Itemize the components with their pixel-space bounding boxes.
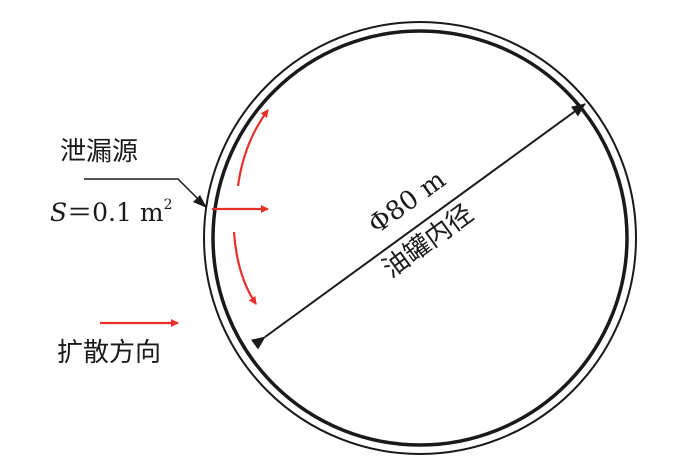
leak-source-leader <box>84 178 206 207</box>
leak-area-value: ＝0.1 m <box>67 198 164 227</box>
leak-source-pointer-icon <box>193 195 207 208</box>
tank-outer-wall <box>203 21 637 455</box>
leak-area-symbol: S <box>50 198 67 227</box>
leak-area-exponent: 2 <box>164 197 173 213</box>
leak-area-label: S＝0.1 m2 <box>50 197 172 227</box>
leak-source-label: 泄漏源 <box>60 137 138 167</box>
diffusion-arrow-down <box>232 231 257 305</box>
legend-label: 扩散方向 <box>57 338 161 368</box>
tank-inner-wall <box>211 29 629 447</box>
diffusion-arrow-up <box>236 109 269 187</box>
diameter-arrow <box>250 103 586 350</box>
